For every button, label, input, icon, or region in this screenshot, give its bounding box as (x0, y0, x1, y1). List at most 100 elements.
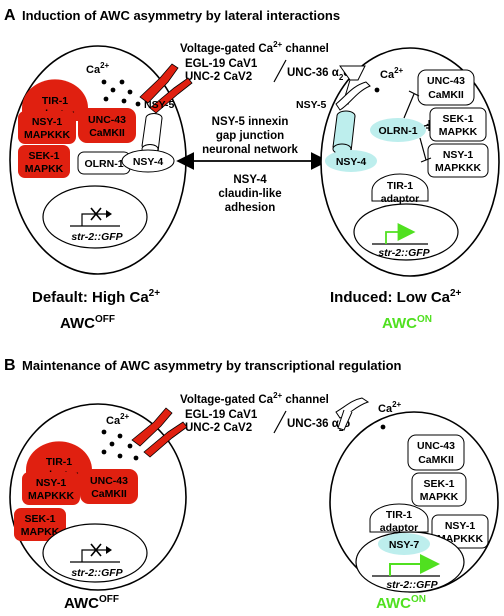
sek1-label-2: MAPKK (25, 163, 64, 175)
nsy4-oval-right (325, 150, 377, 172)
egl19-label: EGL-19 CaV1 (185, 58, 258, 70)
nsy7-oval (378, 533, 430, 555)
unc43-b-1: UNC-43 (90, 475, 128, 487)
nsy1-right-2: MAPKKK (435, 162, 481, 174)
channel-divider-b (273, 410, 287, 434)
gene-label-right-b: str-2::GFP (386, 579, 438, 591)
nsy5-label-right: NSY-5 (296, 99, 327, 111)
nsy4-oval-left (121, 149, 175, 173)
right-ca-dot-b (380, 424, 386, 430)
claudin-label-1: NSY-4 (233, 174, 267, 186)
left-cell-b: Ca2+ TIR-1 adaptor NSY-1 MAPKKK UNC-43 C… (9, 403, 188, 591)
unc43-b-2: CaMKII (91, 488, 127, 500)
olrn1-oval-right (370, 118, 426, 142)
calcium-dots-b (101, 429, 139, 461)
default-label: Default: High Ca2+ (32, 288, 160, 306)
claudin-label-3: adhesion (225, 202, 275, 214)
nsy1-label-1: NSY-1 (32, 116, 63, 128)
sek1-right-b-1: SEK-1 (424, 478, 455, 490)
panel-a-title: Induction of AWC asymmetry by lateral in… (22, 8, 340, 23)
awc-on-label-a: AWCON (382, 314, 432, 332)
tir1-adaptor-red-b (26, 441, 92, 482)
nsy1-label-2: MAPKKK (24, 129, 70, 141)
sek1-right-2: MAPKK (439, 126, 478, 138)
unc43-box-right-b (407, 434, 465, 471)
gene-label-left-b: str-2::GFP (71, 567, 123, 579)
awc-on-label-b: AWCON (376, 594, 426, 612)
unc43-box-red (78, 108, 136, 143)
left-ca-label-b: Ca2+ (106, 412, 130, 427)
awc-off-label-b: AWCOFF (64, 594, 119, 612)
panel-a-letter: A (4, 7, 16, 24)
sek1-b-1: SEK-1 (25, 513, 56, 525)
egl19-label-b: EGL-19 CaV1 (185, 409, 258, 421)
panel-b-letter: B (4, 357, 16, 374)
unc2-label: UNC-2 CaV2 (185, 71, 252, 83)
nsy7-label: NSY-7 (389, 539, 420, 551)
channel-divider (273, 59, 287, 83)
channel-title-b: Voltage-gated Ca2+ channel (180, 391, 329, 406)
nsy1-box-right (427, 143, 489, 178)
unc2-label-b: UNC-2 CaV2 (185, 422, 252, 434)
tir1-adaptor-right-b (369, 503, 429, 533)
unc43-box-red-b (80, 469, 138, 504)
gene-off-icon-b (70, 543, 120, 563)
gene-label-left: str-2::GFP (71, 231, 123, 243)
tir1-right-1: TIR-1 (387, 180, 413, 192)
sek1-box-red-b (14, 508, 66, 541)
nsy1-b-2: MAPKKK (28, 490, 74, 502)
gap-junction-label-1: NSY-5 innexin (212, 116, 289, 128)
unc43-label-1: UNC-43 (88, 114, 126, 126)
gene-off-icon (70, 207, 120, 227)
nsy1-box-red-b (22, 472, 80, 505)
sek1-box-red (18, 145, 70, 178)
tir1-adaptor-red (22, 79, 88, 121)
tir1-right-2: adaptor (381, 193, 420, 205)
panel-b: B Maintenance of AWC asymmetry by transc… (4, 357, 499, 612)
left-nucleus-b (42, 523, 148, 583)
tir1-adaptor-right (371, 173, 429, 202)
nsy1-box-red (18, 111, 76, 144)
nsy1-b-1: NSY-1 (36, 477, 67, 489)
panel-a: A Induction of AWC asymmetry by lateral … (4, 7, 500, 332)
right-ca-dot (374, 87, 380, 93)
unc36-label: UNC-36 α2δ (287, 67, 350, 82)
tir1-label-1: TIR-1 (42, 95, 68, 107)
channel-title: Voltage-gated Ca2+ channel (180, 40, 329, 55)
red-channel-icon (139, 63, 193, 114)
left-cell-awc-off: Ca2+ TIR-1 adaptor NSY-1 MAPKKK UNC-43 C… (9, 45, 193, 275)
olrn1-label-left: OLRN-1 (84, 158, 123, 170)
calcium-dots (101, 79, 141, 107)
unc43-right-b-2: CaMKII (418, 454, 454, 466)
unc43-right-b-1: UNC-43 (417, 440, 455, 452)
red-channel-icon-b (131, 407, 188, 458)
awc-off-label-a: AWCOFF (60, 314, 115, 332)
right-ca-label-b: Ca2+ (378, 400, 402, 415)
right-ca-label: Ca2+ (380, 66, 404, 81)
white-channel-icon-b (335, 397, 370, 431)
unc43-label-2: CaMKII (89, 127, 125, 139)
sek1-right-b-2: MAPKK (420, 491, 459, 503)
nsy5-label-left: NSY-5 (144, 99, 175, 111)
unc43-right-1: UNC-43 (427, 75, 465, 87)
sek1-box-right-b (411, 472, 467, 507)
tir1-right-b-2: adaptor (380, 522, 419, 534)
sek1-label-1: SEK-1 (29, 150, 60, 162)
nsy4-label-left: NSY-4 (133, 156, 164, 168)
unc43-right-2: CaMKII (428, 89, 464, 101)
gene-on-icon (372, 223, 428, 245)
unc43-box-right (417, 69, 475, 106)
right-cell-b: Ca2+ UNC-43 CaMKII SEK-1 MAPKK NSY-1 MAP… (329, 397, 499, 593)
gene-on-icon-b (372, 554, 440, 577)
nsy1-right-1: NSY-1 (443, 149, 474, 161)
induced-label: Induced: Low Ca2+ (330, 288, 462, 306)
left-ca-label: Ca2+ (86, 61, 110, 76)
nsy1-right-b-1: NSY-1 (445, 520, 476, 532)
sek1-box-right (429, 107, 487, 142)
olrn1-label-right: OLRN-1 (378, 125, 417, 137)
gap-junction-label-3: neuronal network (202, 144, 298, 156)
nsy4-label-right: NSY-4 (336, 156, 367, 168)
right-cell-awc-on: Ca2+ NSY-5 NSY-4 UNC-43 CaMKII OLRN-1 SE… (296, 47, 500, 277)
inhibition-arrows (403, 90, 432, 163)
